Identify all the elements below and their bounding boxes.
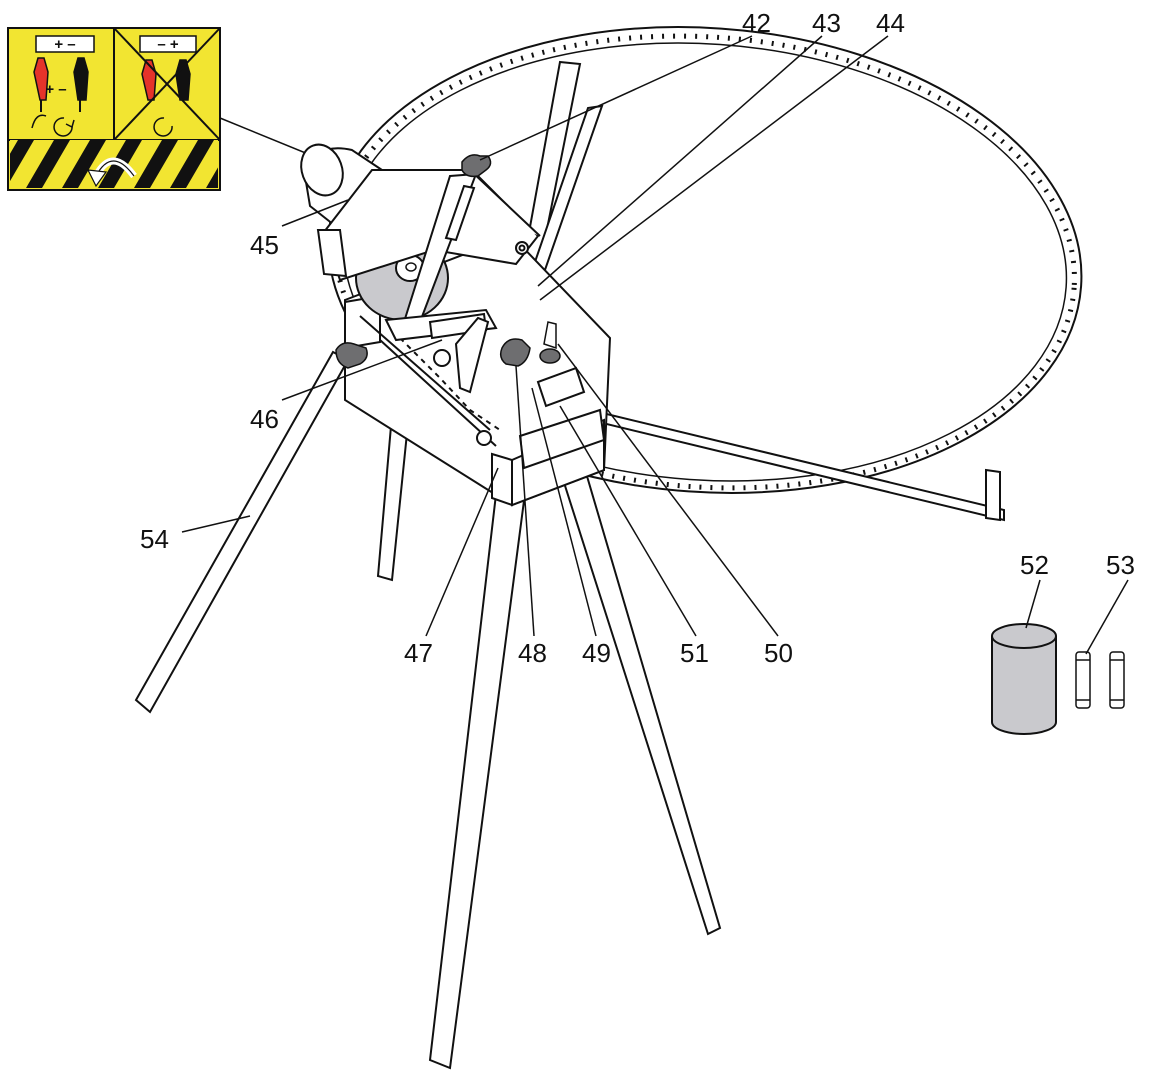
- callout-46: 46: [250, 404, 279, 434]
- motor-and-guard: [300, 143, 541, 282]
- knob-42: [461, 154, 492, 178]
- battery-warning-sign-icon: + – + – – +: [7, 27, 336, 191]
- callout-53: 53: [1106, 550, 1135, 580]
- callout-50: 50: [764, 638, 793, 668]
- grinding-wheel-spare: [991, 623, 1057, 735]
- red-clamp-icon: [33, 57, 49, 112]
- knob-side: [335, 342, 368, 369]
- knob-48: [499, 338, 531, 367]
- stand-legs: [134, 350, 722, 1070]
- black-clamp-icon: [73, 57, 89, 112]
- battery-label-right: – +: [157, 36, 179, 53]
- leader-lines: [181, 35, 1129, 655]
- callout-43: 43: [812, 8, 841, 38]
- callout-47: 47: [404, 638, 433, 668]
- battery-label-left: + –: [54, 36, 75, 53]
- callout-42: 42: [742, 8, 771, 38]
- callout-52: 52: [1020, 550, 1049, 580]
- callout-48: 48: [518, 638, 547, 668]
- callout-49: 49: [582, 638, 611, 668]
- spare-fuses: [1075, 651, 1125, 709]
- rear-frame: [518, 60, 1005, 522]
- callout-54: 54: [140, 524, 169, 554]
- callout-44: 44: [876, 8, 905, 38]
- callout-45: 45: [250, 230, 279, 260]
- callout-51: 51: [680, 638, 709, 668]
- rotation-arrow-icon: [86, 157, 137, 188]
- clamp-marks-left: + –: [45, 81, 66, 98]
- feed-arm: [384, 172, 498, 446]
- callout-labels: 42 43 44 45 46 47 48 49 51 50 52 53 54: [140, 8, 1135, 668]
- toggle-switch: [539, 321, 561, 364]
